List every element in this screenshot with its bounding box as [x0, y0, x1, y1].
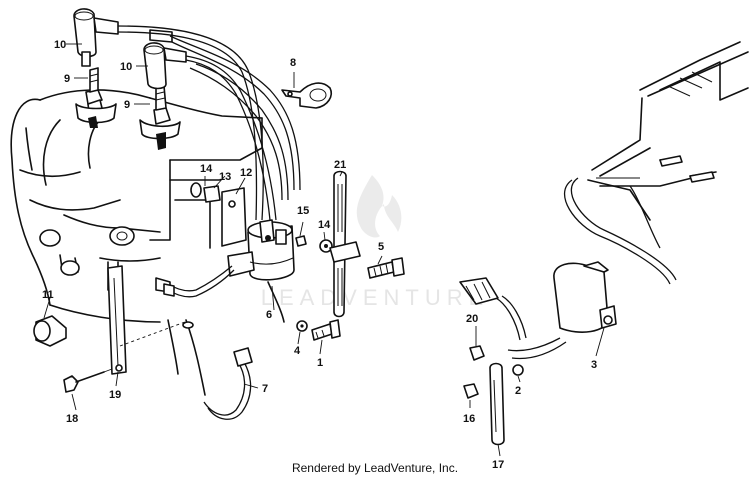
part-17-strap — [489, 362, 505, 446]
callout-2: 2 — [515, 385, 521, 397]
callout-6: 6 — [266, 309, 272, 321]
callout-1: 1 — [317, 357, 323, 369]
part-20-nut — [469, 345, 485, 361]
engine-block — [10, 89, 263, 396]
part-19-strap — [107, 265, 127, 375]
part-15-nut — [295, 235, 307, 247]
callout-10: 10 — [120, 61, 132, 73]
part-1-bolt — [311, 319, 341, 341]
callout-14: 14 — [200, 163, 213, 175]
callout-17: 17 — [492, 459, 504, 471]
callout-15: 15 — [297, 205, 309, 217]
part-10-boot-a — [73, 8, 119, 67]
part-12-bracket — [221, 187, 247, 247]
callout-9: 9 — [124, 99, 130, 111]
part-9-spark-plug-b — [139, 85, 181, 150]
callout-4: 4 — [294, 345, 301, 357]
part-4-washer — [296, 320, 308, 332]
part-21-bracket — [333, 170, 347, 318]
part-14-washer-a — [190, 182, 202, 198]
part-5-bolt — [367, 257, 405, 279]
callout-9: 9 — [64, 73, 70, 85]
callout-8: 8 — [290, 57, 296, 69]
part-13-spacer — [203, 185, 221, 203]
part-9-spark-plug-a — [75, 67, 117, 128]
watermark: LEADVENTURE — [261, 175, 490, 310]
part-18-bolt — [63, 368, 113, 393]
callout-7: 7 — [262, 383, 268, 395]
part-10-boot-b — [143, 29, 187, 90]
part-16-nut — [463, 383, 479, 399]
leader-lines — [43, 43, 605, 457]
footer-credit: Rendered by LeadVenture, Inc. — [291, 461, 459, 475]
part-11-plug — [33, 315, 67, 347]
callout-10: 10 — [54, 39, 66, 51]
callout-11: 11 — [42, 289, 54, 301]
frame-structure — [587, 41, 749, 221]
callout-16: 16 — [463, 413, 475, 425]
callout-13: 13 — [219, 171, 231, 183]
callout-18: 18 — [66, 413, 78, 425]
part-7-cable — [203, 347, 253, 420]
coil-primary-lead — [155, 265, 235, 298]
part-21-arm — [329, 241, 361, 263]
watermark-flame-icon — [356, 175, 402, 238]
watermark-text: LEADVENTURE — [261, 285, 490, 310]
ignition-cables — [117, 25, 301, 221]
wiring-loop — [564, 177, 677, 285]
part-20-connector — [459, 277, 527, 341]
callout-5: 5 — [378, 241, 384, 253]
part-8-clip — [281, 82, 332, 109]
part-2-washer — [512, 364, 524, 376]
callout-19: 19 — [109, 389, 121, 401]
coil-ground-lead — [267, 281, 285, 323]
callout-20: 20 — [466, 313, 478, 325]
part-3-cdi-module — [507, 261, 617, 360]
callout-12: 12 — [240, 167, 252, 179]
callout-3: 3 — [591, 359, 597, 371]
callout-labels: 10 10 9 9 8 14 13 12 21 15 14 5 11 6 4 1… — [42, 39, 597, 471]
callout-14: 14 — [318, 219, 331, 231]
part-6-ignition-coil — [227, 219, 295, 281]
part-14-washer-b — [319, 239, 333, 253]
callout-21: 21 — [334, 159, 346, 171]
